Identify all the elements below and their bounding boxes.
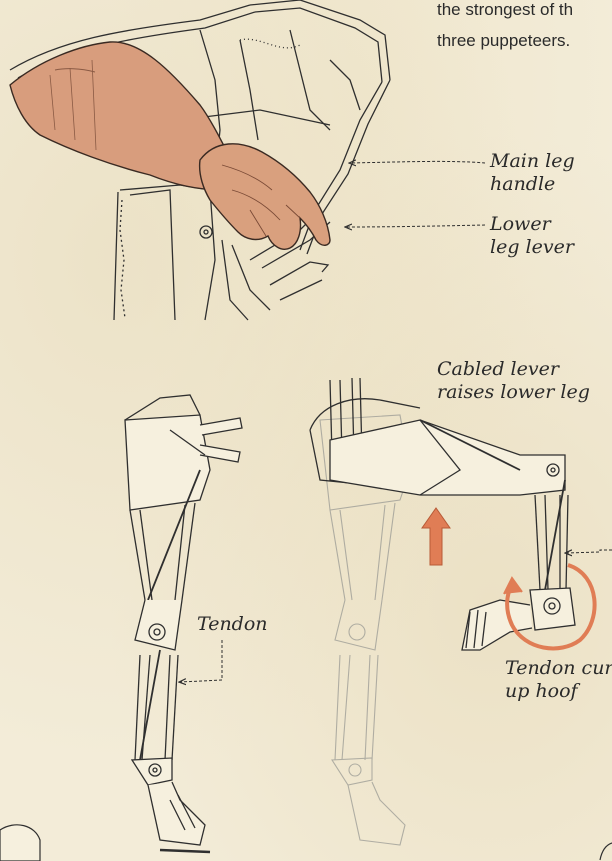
raise-arrow <box>422 508 450 565</box>
puppeteer-arm <box>10 42 330 249</box>
raised-leg-drawing <box>310 378 575 650</box>
label-cabled-lever: Cabled lever raises lower leg <box>437 358 590 404</box>
edge-shape-right <box>600 843 612 860</box>
caption-line-1: the strongest of th <box>437 0 573 25</box>
caption-line-2: three puppeteers. <box>437 25 573 56</box>
edge-shape-left <box>0 825 40 861</box>
caption-text: the strongest of th three puppeteers. <box>437 0 573 56</box>
label-tendon: Tendon <box>197 613 268 636</box>
label-lower-leg-lever: Lower leg lever <box>490 213 574 259</box>
leader-lines-top <box>346 161 485 227</box>
label-main-leg-handle: Main leg handle <box>490 150 575 196</box>
label-tendon-curls: Tendon curl up hoof <box>505 657 612 703</box>
